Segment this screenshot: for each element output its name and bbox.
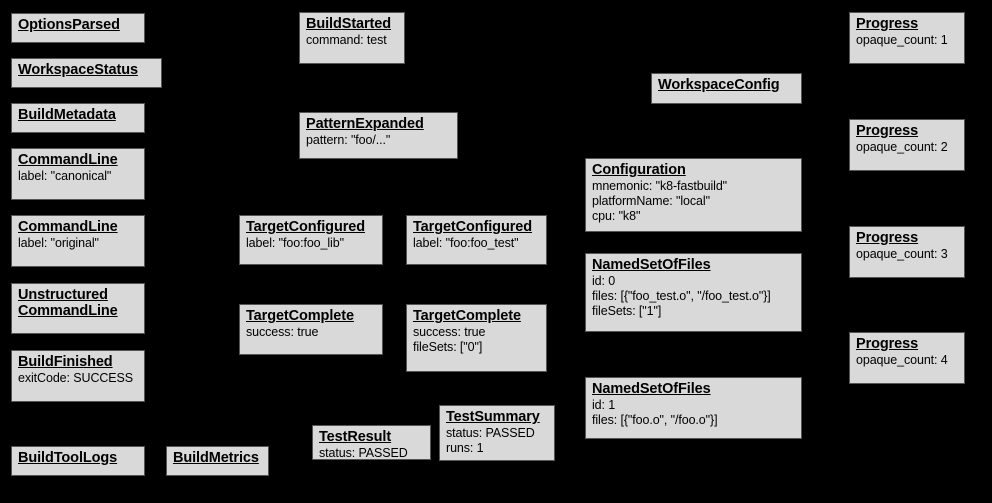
node-field: opaque_count: 3	[856, 247, 948, 261]
node-title: TargetComplete	[246, 308, 354, 324]
node-field: cpu: "k8"	[592, 209, 641, 223]
node-title: Progress	[856, 16, 919, 32]
node-title: BuildFinished	[18, 354, 113, 370]
node-fields: label: "original"	[18, 236, 138, 251]
node-title: Configuration	[592, 162, 686, 178]
node-title: TargetComplete	[413, 308, 521, 324]
node-field: id: 1	[592, 398, 616, 412]
node-fields: status: PASSED	[319, 446, 424, 460]
node-build-tool-logs[interactable]: BuildToolLogs	[11, 446, 145, 476]
node-fields: opaque_count: 3	[856, 247, 958, 262]
node-title: NamedSetOfFiles	[592, 257, 711, 273]
node-fields: label: "canonical"	[18, 169, 138, 184]
node-options-parsed[interactable]: OptionsParsed	[11, 13, 145, 43]
node-fields: opaque_count: 2	[856, 140, 958, 155]
node-title: TestResult	[319, 429, 392, 445]
node-title: CommandLine	[18, 219, 118, 235]
node-title: BuildMetadata	[18, 107, 116, 123]
node-build-metadata[interactable]: BuildMetadata	[11, 103, 145, 133]
node-field: success: true	[413, 325, 486, 339]
node-field: id: 0	[592, 274, 616, 288]
node-title: TargetConfigured	[246, 219, 365, 235]
node-field: opaque_count: 1	[856, 33, 948, 47]
node-title: BuildStarted	[306, 16, 392, 32]
node-fields: opaque_count: 4	[856, 353, 958, 368]
node-field: label: "foo:foo_test"	[413, 236, 519, 250]
node-field: exitCode: SUCCESS	[18, 371, 134, 385]
node-build-metrics[interactable]: BuildMetrics	[166, 446, 269, 476]
node-title: Progress	[856, 336, 919, 352]
node-fields: label: "foo:foo_lib"	[246, 236, 376, 251]
node-field: runs: 1	[446, 441, 484, 455]
node-title: NamedSetOfFiles	[592, 381, 711, 397]
node-field: command: test	[306, 33, 387, 47]
node-field: mnemonic: "k8-fastbuild"	[592, 179, 728, 193]
node-title: PatternExpanded	[306, 116, 424, 132]
node-field: pattern: "foo/..."	[306, 133, 391, 147]
node-title: WorkspaceConfig	[658, 77, 780, 93]
node-title: BuildMetrics	[173, 450, 259, 466]
node-title: TargetConfigured	[413, 219, 532, 235]
node-title: TestSummary	[446, 409, 540, 425]
node-fields: success: true	[246, 325, 376, 340]
node-field: opaque_count: 4	[856, 353, 948, 367]
node-fields: exitCode: SUCCESS	[18, 371, 138, 386]
node-title: CommandLine	[18, 152, 118, 168]
node-field: files: [{"foo_test.o", "/foo_test.o"}]	[592, 289, 771, 303]
node-field: platformName: "local"	[592, 194, 710, 208]
node-title: WorkspaceStatus	[18, 62, 138, 78]
node-fields: mnemonic: "k8-fastbuild"platformName: "l…	[592, 179, 795, 224]
node-field: status: PASSED	[319, 446, 408, 460]
node-title: BuildToolLogs	[18, 450, 118, 466]
node-field: fileSets: ["1"]	[592, 304, 662, 318]
node-fields: label: "foo:foo_test"	[413, 236, 540, 251]
node-field: status: PASSED	[446, 426, 535, 440]
node-unstructured-command-line[interactable]: Unstructured CommandLine	[11, 283, 145, 334]
node-field: label: "canonical"	[18, 169, 112, 183]
node-field: fileSets: ["0"]	[413, 340, 483, 354]
node-fields: command: test	[306, 33, 398, 48]
node-field: label: "foo:foo_lib"	[246, 236, 344, 250]
node-fields: opaque_count: 1	[856, 33, 958, 48]
node-title: OptionsParsed	[18, 17, 120, 33]
node-title: Unstructured CommandLine	[18, 287, 118, 319]
node-title: Progress	[856, 123, 919, 139]
node-workspace-status[interactable]: WorkspaceStatus	[11, 58, 162, 88]
node-field: label: "original"	[18, 236, 99, 250]
node-field: success: true	[246, 325, 319, 339]
node-fields: pattern: "foo/..."	[306, 133, 451, 148]
node-field: files: [{"foo.o", "/foo.o"}]	[592, 413, 718, 427]
node-field: opaque_count: 2	[856, 140, 948, 154]
node-workspace-config[interactable]: WorkspaceConfig	[651, 73, 802, 104]
node-title: Progress	[856, 230, 919, 246]
